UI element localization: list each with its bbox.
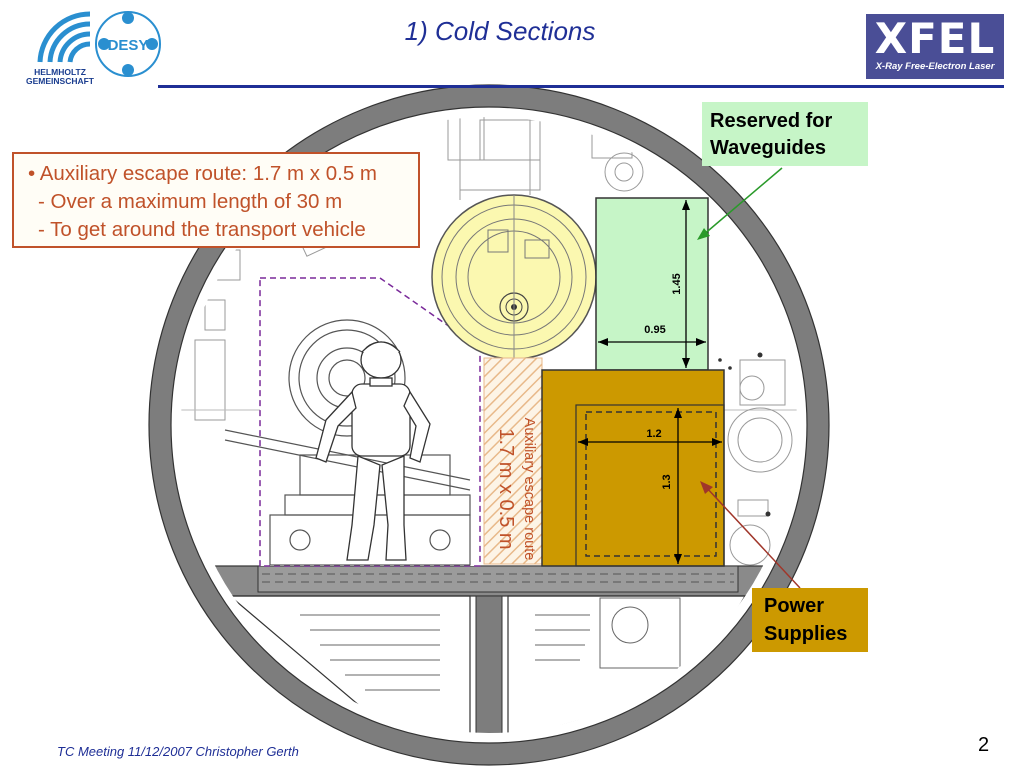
dim-power-height: 1.3 bbox=[661, 474, 673, 489]
waveguides-callout: Reserved for Waveguides bbox=[702, 102, 868, 166]
helmholtz-line2: GEMEINSCHAFT bbox=[26, 76, 94, 86]
waveguide-arrow bbox=[697, 167, 783, 240]
slide-footer: TC Meeting 11/12/2007 Christopher Gerth bbox=[57, 744, 299, 759]
title-rule bbox=[158, 85, 1004, 88]
person-figure bbox=[315, 341, 431, 561]
helmholtz-logo bbox=[37, 11, 91, 63]
xfel-logo-text: XFEL bbox=[874, 14, 996, 63]
escape-route-callout: • Auxiliary escape route: 1.7 m x 0.5 m … bbox=[12, 152, 420, 248]
helmholtz-line1: HELMHOLTZ bbox=[34, 67, 86, 77]
escape-route-label-small: Auxiliary escape route bbox=[521, 417, 537, 561]
power-supply-arrow bbox=[700, 481, 801, 589]
waveguides-callout-line1: Reserved for bbox=[710, 110, 833, 132]
page-number: 2 bbox=[978, 734, 990, 756]
helmholtz-text: HELMHOLTZ GEMEINSCHAFT bbox=[24, 68, 96, 86]
escape-route-label: Auxiliary escape route 1.7 m x 0.5 m bbox=[479, 385, 539, 593]
waveguide-area bbox=[595, 197, 709, 371]
slide-title: 1) Cold Sections bbox=[404, 16, 596, 46]
dim-waveguide-width: 0.95 bbox=[644, 324, 665, 336]
escape-route-callout-line1: • Auxiliary escape route: 1.7 m x 0.5 m bbox=[28, 162, 378, 185]
xfel-logo: XFEL X-Ray Free-Electron Laser bbox=[866, 14, 1004, 79]
escape-route-callout-line2: - Over a maximum length of 30 m bbox=[38, 190, 343, 213]
xfel-logo-subtitle: X-Ray Free-Electron Laser bbox=[875, 61, 995, 72]
power-supplies-callout-line1: Power bbox=[764, 595, 825, 617]
escape-route-label-large: 1.7 m x 0.5 m bbox=[495, 428, 517, 550]
desy-logo: DESY bbox=[95, 11, 161, 77]
cryomodule bbox=[431, 194, 597, 360]
tunnel-wall bbox=[149, 85, 829, 765]
desy-logo-text: DESY bbox=[108, 37, 149, 54]
escape-route-callout-line3: - To get around the transport vehicle bbox=[38, 218, 366, 241]
dim-waveguide-height: 1.45 bbox=[671, 273, 683, 294]
dim-power-width: 1.2 bbox=[646, 428, 661, 440]
power-supply-block bbox=[541, 369, 725, 567]
power-supplies-callout-line2: Supplies bbox=[764, 623, 848, 645]
power-supplies-callout: Power Supplies bbox=[752, 588, 868, 652]
waveguides-callout-line2: Waveguides bbox=[710, 137, 826, 159]
